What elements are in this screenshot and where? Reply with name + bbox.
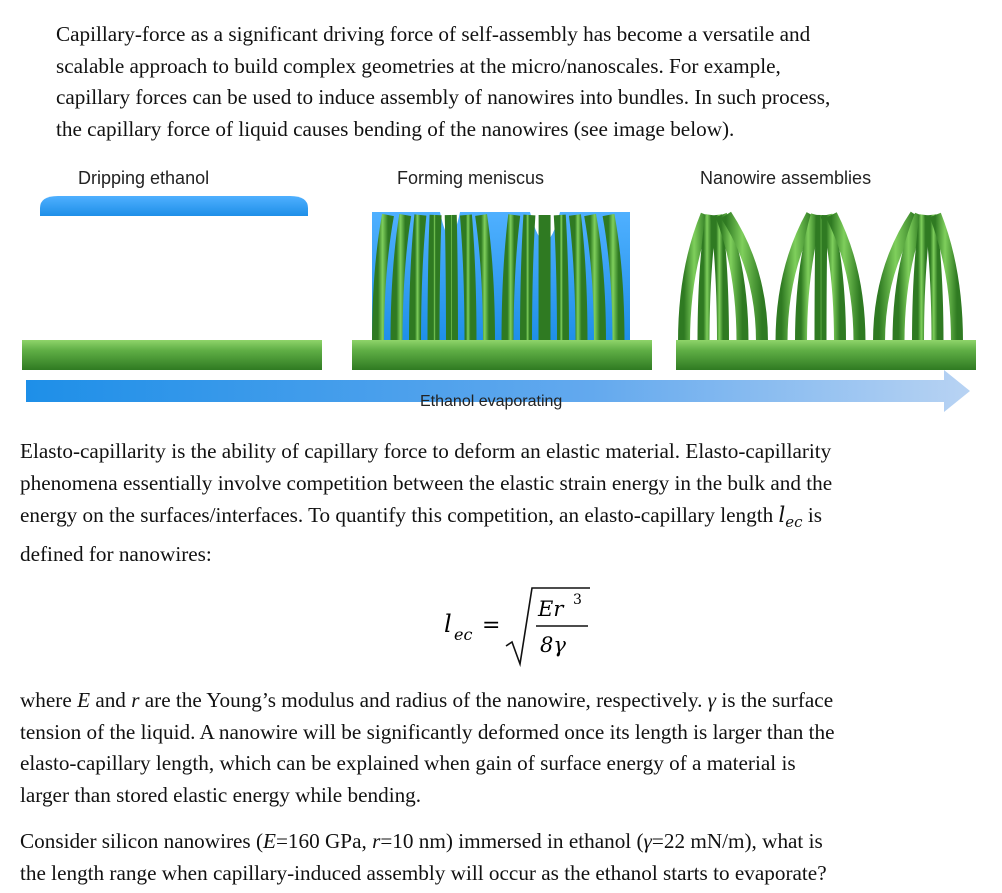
nanowire — [568, 214, 588, 343]
nanowire — [553, 214, 569, 343]
substrate-base — [22, 340, 322, 370]
intro-line: capillary forces can be used to induce a… — [56, 85, 831, 109]
intro-line: the capillary force of liquid causes ben… — [56, 116, 735, 141]
explanation-line: tension of the liquid. A nanowire will b… — [20, 719, 835, 744]
explanation-text: are the Young’s modulus and radius of th… — [139, 688, 708, 712]
substrate-base — [352, 340, 652, 370]
intro-paragraph: Capillary-force as a significant driving… — [56, 19, 956, 145]
eq-lhs-sub: ec — [454, 625, 472, 644]
explanation-text: is the surface — [716, 688, 834, 712]
question-line: Consider silicon nanowires (E=160 GPa, r… — [20, 826, 995, 858]
arrow-label: Ethanol evaporating — [420, 393, 562, 410]
eq-denominator: 8γ — [540, 633, 566, 657]
eq-exponent: 3 — [573, 592, 582, 608]
panel-label-meniscus: Forming meniscus — [397, 168, 544, 188]
straight-nanowires — [40, 212, 311, 342]
nanowire — [444, 214, 458, 343]
nanowire — [826, 212, 866, 343]
nanowire — [520, 214, 536, 343]
symbol-l: l — [778, 502, 786, 527]
nanowire — [912, 214, 932, 343]
explanation-line: larger than stored elastic energy while … — [20, 782, 422, 807]
panel-label-assemblies: Nanowire assemblies — [700, 168, 871, 188]
nanowire-assembly-figure: Dripping ethanol Forming meniscus Nanowi… — [22, 168, 976, 412]
nanowire — [409, 214, 427, 343]
definition-text: is — [802, 503, 822, 527]
question-text: Consider silicon nanowires ( — [20, 829, 264, 853]
explanation-line: elasto-capillary length, which can be ex… — [20, 751, 796, 775]
question-paragraph: Consider silicon nanowires (E=160 GPa, r… — [20, 826, 995, 889]
symbol-r: r — [372, 829, 381, 853]
intro-line: Capillary-force as a significant driving… — [56, 22, 811, 46]
intro-line: scalable approach to build complex geome… — [56, 53, 781, 78]
nanowire — [795, 213, 823, 343]
nanowire — [697, 214, 718, 343]
nanowire — [459, 214, 477, 343]
nanowire — [584, 213, 606, 343]
panel-label-dripping: Dripping ethanol — [78, 168, 209, 188]
panel-forming-meniscus — [352, 212, 652, 370]
nanowire — [501, 214, 521, 343]
question-text: =22 mN/m), what is — [651, 829, 823, 853]
nanowire — [820, 213, 846, 343]
evaporation-arrow — [26, 370, 970, 412]
substrate-base — [676, 340, 976, 370]
nanowire — [929, 212, 963, 343]
nanowire — [427, 214, 442, 343]
nanowire — [715, 212, 749, 343]
definition-line: phenomena essentially involve competitio… — [20, 470, 833, 495]
definition-text: energy on the surfaces/interfaces. To qu… — [20, 503, 779, 527]
eq-numerator: Er — [537, 597, 565, 621]
panel-nanowire-assemblies — [676, 211, 976, 370]
nanowire — [602, 213, 625, 343]
explanation-text: and — [90, 688, 132, 712]
nanowire — [372, 213, 394, 343]
nanowire — [475, 214, 495, 343]
nanowire — [678, 212, 713, 343]
nanowire — [775, 212, 818, 343]
ethanol-drop-shape — [40, 196, 308, 216]
elasto-capillary-equation: l ec = Er 3 8γ — [444, 587, 590, 668]
nanowire — [892, 212, 927, 343]
definition-line: Elasto-capillarity is the ability of cap… — [20, 439, 832, 463]
definition-paragraph: Elasto-capillarity is the ability of cap… — [20, 436, 990, 570]
eq-equals: = — [482, 613, 500, 638]
nanowire — [924, 214, 944, 343]
question-text: =10 nm) immersed in ethanol ( — [380, 829, 644, 853]
nanowire — [390, 214, 412, 343]
question-text: =160 GPa, — [275, 829, 373, 853]
symbol-E: E — [263, 829, 276, 853]
nanowire — [873, 211, 921, 343]
question-line: the length range when capillary-induced … — [20, 860, 827, 885]
symbol-gamma: γ — [707, 688, 717, 712]
panel-dripping-ethanol — [22, 196, 322, 370]
nanowire — [710, 214, 729, 343]
symbol-gamma: γ — [643, 829, 652, 853]
definition-line: energy on the surfaces/interfaces. To qu… — [20, 499, 990, 539]
sqrt-sign — [505, 587, 590, 668]
explanation-paragraph: where E and r are the Young’s modulus an… — [20, 685, 995, 811]
definition-line: defined for nanowires: — [20, 541, 212, 566]
explanation-text: where — [20, 688, 78, 712]
symbol-ec: ec — [785, 513, 803, 532]
nanowire — [720, 211, 768, 343]
bundled-nanowires — [678, 211, 963, 343]
nanowire — [814, 214, 828, 343]
explanation-line: where E and r are the Young’s modulus an… — [20, 685, 995, 717]
symbol-r: r — [131, 688, 140, 712]
eq-lhs-l: l — [444, 610, 452, 638]
symbol-E: E — [77, 688, 91, 712]
bending-nanowires — [372, 213, 625, 343]
